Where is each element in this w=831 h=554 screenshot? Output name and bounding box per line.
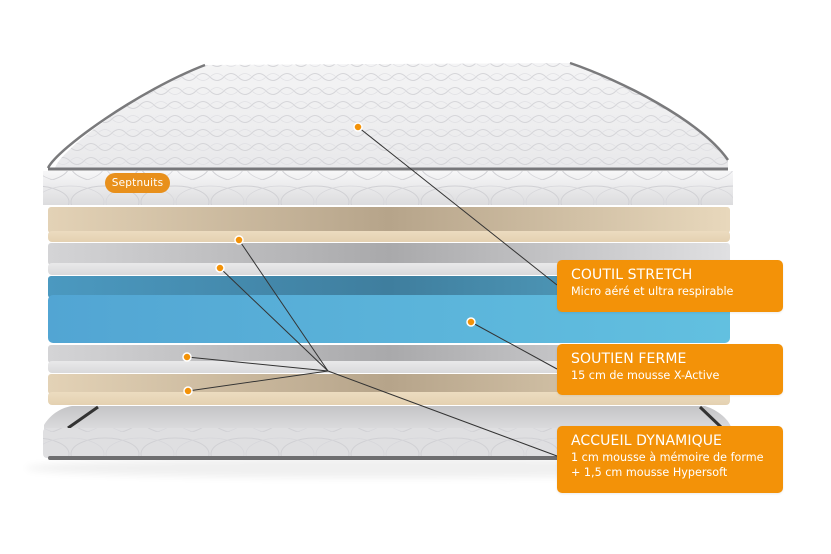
marker-dot-icon bbox=[234, 235, 244, 245]
callout-description: 15 cm de mousse X-Active bbox=[571, 369, 720, 382]
callout-coutil-stretch: COUTIL STRETCH Micro aéré et ultra respi… bbox=[557, 260, 783, 312]
callout-description-line-2: + 1,5 cm mousse Hypersoft bbox=[571, 466, 728, 479]
beige-comfort-layer-top bbox=[48, 207, 730, 242]
marker-dot-icon bbox=[466, 317, 476, 327]
marker-dot-icon bbox=[353, 122, 363, 132]
callout-title: ACCUEIL DYNAMIQUE bbox=[571, 433, 722, 449]
marker-dots bbox=[182, 122, 476, 396]
callout-title: COUTIL STRETCH bbox=[571, 267, 693, 283]
leader-line-coutil bbox=[357, 126, 558, 286]
leader-line-soutien bbox=[470, 321, 558, 370]
marker-dot-icon bbox=[182, 352, 192, 362]
leader-line-accueil-1 bbox=[238, 239, 329, 372]
callout-accueil-dynamique: ACCUEIL DYNAMIQUE 1 cm mousse à mémoire … bbox=[557, 426, 783, 493]
callout-description: Micro aéré et ultra respirable bbox=[571, 285, 734, 298]
leader-line-accueil-4 bbox=[187, 370, 329, 392]
callout-description-line-1: 1 cm mousse à mémoire de forme bbox=[571, 451, 764, 464]
leader-line-accueil-3 bbox=[186, 356, 329, 372]
marker-dot-icon bbox=[183, 386, 193, 396]
leader-line-accueil-2 bbox=[219, 267, 329, 372]
callout-soutien-ferme: SOUTIEN FERME 15 cm de mousse X-Active bbox=[557, 344, 783, 395]
leader-line-accueil-main bbox=[327, 370, 558, 457]
callout-title: SOUTIEN FERME bbox=[571, 351, 687, 367]
brand-logo-badge: Septnuits bbox=[105, 173, 170, 193]
leader-lines bbox=[186, 126, 558, 457]
marker-dot-icon bbox=[215, 263, 225, 273]
